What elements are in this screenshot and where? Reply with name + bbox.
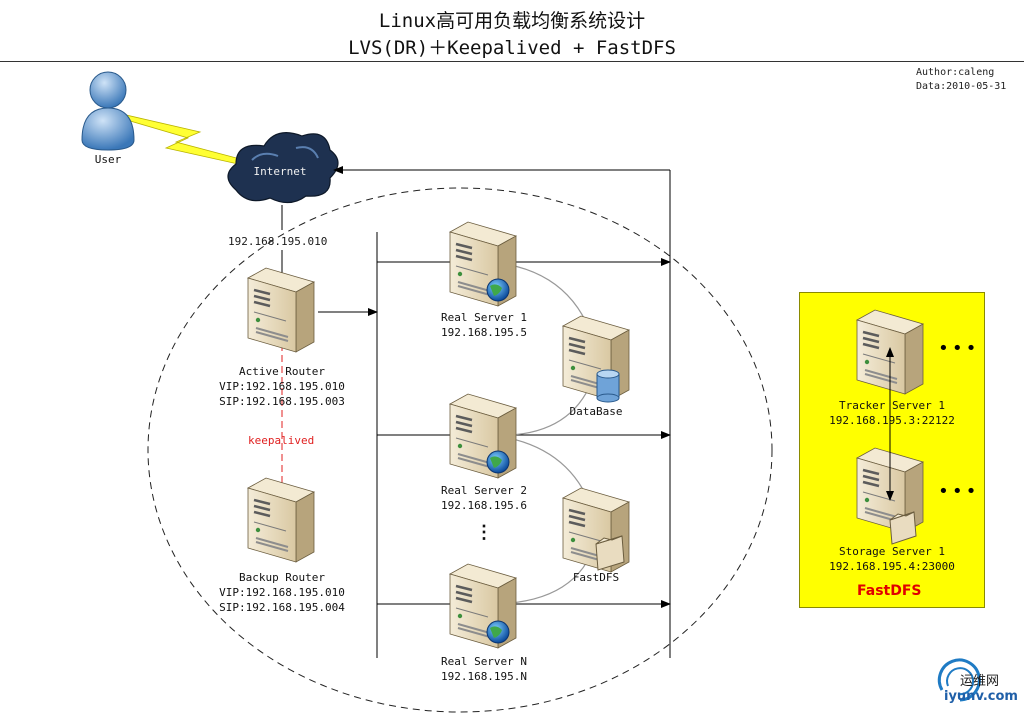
database-label: DataBase	[569, 405, 623, 418]
database-cylinder-icon	[596, 369, 620, 403]
fastdfs-node-label: FastDFS	[572, 571, 620, 584]
real-server-1-ip: 192.168.195.5	[440, 326, 528, 339]
real-server-2-name: Real Server 2	[440, 484, 528, 497]
backup-router-vip: VIP:192.168.195.010	[219, 586, 345, 599]
storage-server-ip: 192.168.195.4:23000	[829, 560, 955, 573]
storage-server-label: Storage Server 1 192.168.195.4:23000	[806, 544, 978, 574]
user-label: User	[94, 153, 122, 166]
storage-server-name: Storage Server 1	[839, 545, 945, 558]
active-router-name: Active Router	[238, 365, 326, 378]
backup-router-name: Backup Router	[238, 571, 326, 584]
fastdfs-folder-icon	[595, 535, 625, 571]
active-router-vip: VIP:192.168.195.010	[219, 380, 345, 393]
title-divider	[0, 61, 1024, 62]
date-label: Data:2010-05-31	[916, 81, 1007, 92]
active-router-sip: SIP:192.168.195.003	[219, 395, 345, 408]
internet-label: Internet	[253, 165, 307, 178]
gateway-ip-label: 192.168.195.010	[228, 235, 328, 248]
watermark-logo-icon	[937, 658, 981, 702]
backup-router-sip: SIP:192.168.195.004	[219, 601, 345, 614]
watermark-cn: 运维网	[960, 674, 1000, 689]
tracker-server-ip: 192.168.195.3:22122	[829, 414, 955, 427]
keepalived-label: keepalived	[248, 434, 315, 447]
backup-router-label: Backup Router VIP:192.168.195.010 SIP:19…	[196, 570, 368, 615]
diagram-subtitle: LVS(DR)＋Keepalived + FastDFS	[348, 37, 676, 59]
real-server-1-name: Real Server 1	[440, 311, 528, 324]
user-icon	[81, 71, 135, 151]
fastdfs-panel-title: FastDFS	[857, 583, 922, 599]
cluster-boundary	[147, 187, 773, 713]
real-server-n-label: Real Server N 192.168.195.N	[424, 654, 544, 684]
tracker-server-label: Tracker Server 1 192.168.195.3:22122	[806, 398, 978, 428]
more-trackers-ellipsis: •••	[938, 338, 980, 359]
real-server-2-ip: 192.168.195.6	[440, 499, 528, 512]
storage-folder-icon	[889, 511, 917, 545]
more-servers-ellipsis: ⋮	[475, 522, 493, 543]
real-server-n-ip: 192.168.195.N	[440, 670, 528, 683]
active-router-label: Active Router VIP:192.168.195.010 SIP:19…	[196, 364, 368, 409]
real-server-2-label: Real Server 2 192.168.195.6	[424, 483, 544, 513]
author-label: Author:caleng	[916, 67, 995, 78]
more-storage-ellipsis: •••	[938, 481, 980, 502]
real-server-1-label: Real Server 1 192.168.195.5	[424, 310, 544, 340]
tracker-server-name: Tracker Server 1	[839, 399, 945, 412]
diagram-title: Linux高可用负载均衡系统设计	[378, 10, 646, 32]
internet-cloud-icon	[227, 132, 339, 204]
real-server-n-name: Real Server N	[440, 655, 528, 668]
watermark-site: iyunv.com	[944, 689, 1018, 704]
